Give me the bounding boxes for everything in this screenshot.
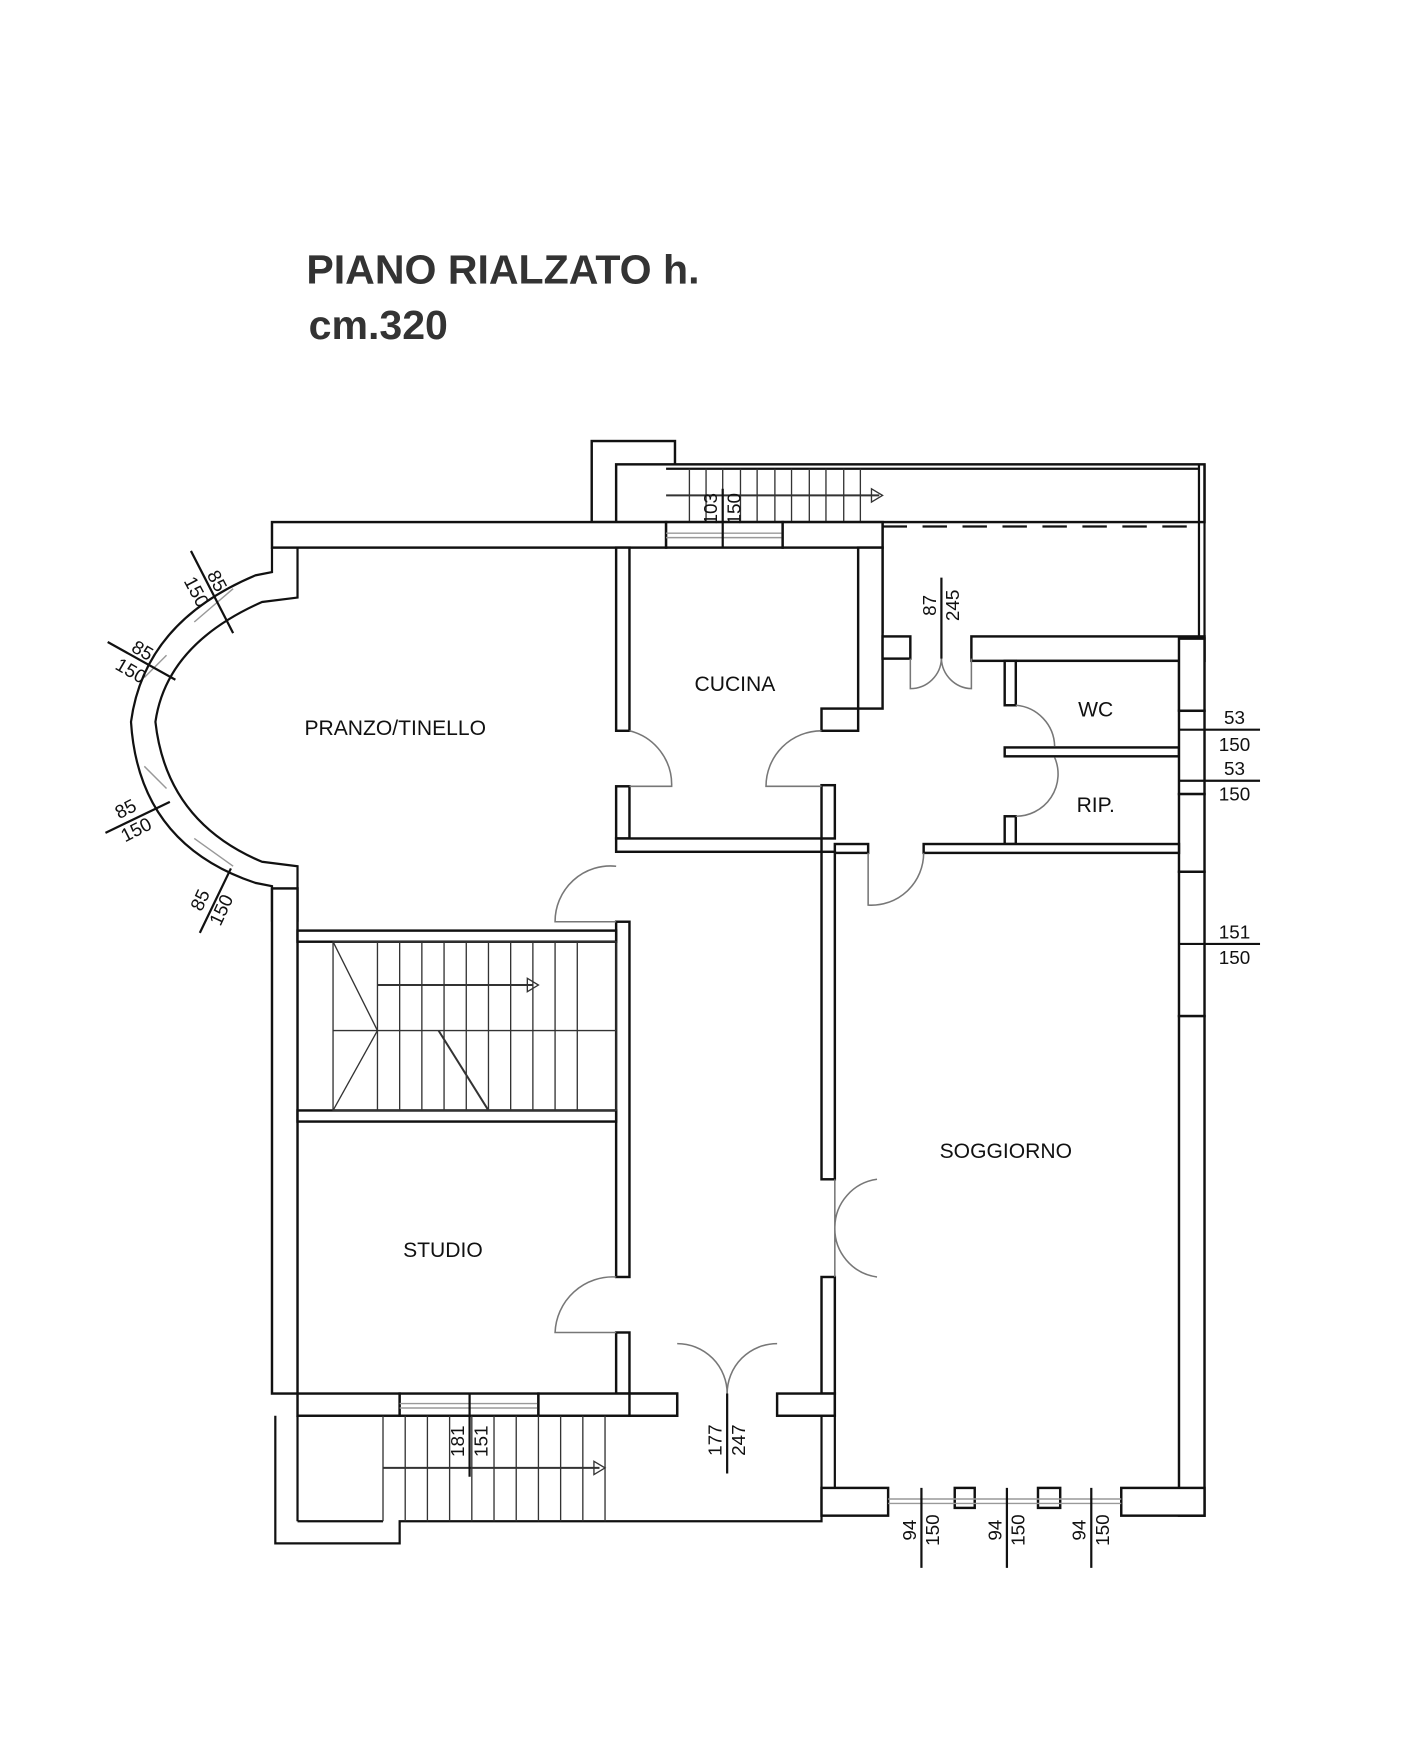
dim-soggiorno-window-bottom: 150: [1219, 947, 1250, 968]
door-swings: [554, 658, 1059, 1394]
dim-door-north-bottom: 245: [942, 590, 963, 621]
dim-rip-window-top: 53: [1224, 758, 1245, 779]
dim-door-north-top: 87: [919, 595, 940, 616]
dim-rip-window-bottom: 150: [1219, 784, 1250, 805]
dim-south-w1-top: 94: [899, 1520, 920, 1541]
dim-stair-top-top: 103: [700, 493, 721, 524]
dimension-labels: 85 150 85 150 85 150 85 150 103 150 87 2…: [104, 488, 1261, 1568]
room-label-pranzo: PRANZO/TINELLO: [304, 717, 486, 740]
room-label-rip: RIP.: [1077, 794, 1115, 817]
walls: [129, 439, 1206, 1545]
plan-title-line2: cm.320: [309, 302, 448, 348]
room-label-cucina: CUCINA: [695, 673, 777, 696]
dim-south-w2-top: 94: [984, 1520, 1005, 1541]
plan-title-line1: PIANO RIALZATO h.: [306, 246, 699, 292]
dim-south-w3-top: 94: [1069, 1520, 1090, 1541]
dim-stair-top-bottom: 150: [723, 493, 744, 524]
dim-wc-window-top: 53: [1224, 707, 1245, 728]
dim-entrance-top: 177: [705, 1424, 726, 1455]
dim-south-w2-bottom: 150: [1008, 1514, 1029, 1545]
dim-wc-window-bottom: 150: [1219, 734, 1250, 755]
dim-stair-bottom-bottom: 151: [470, 1426, 491, 1457]
dim-stair-bottom-top: 181: [447, 1426, 468, 1457]
room-label-soggiorno: SOGGIORNO: [940, 1140, 1072, 1163]
dim-entrance-bottom: 247: [728, 1424, 749, 1455]
dim-south-w3-bottom: 150: [1092, 1514, 1113, 1545]
dim-south-w1-bottom: 150: [922, 1514, 943, 1545]
dim-soggiorno-window-top: 151: [1219, 921, 1250, 942]
room-label-wc: WC: [1078, 698, 1113, 721]
room-label-studio: STUDIO: [403, 1239, 483, 1262]
